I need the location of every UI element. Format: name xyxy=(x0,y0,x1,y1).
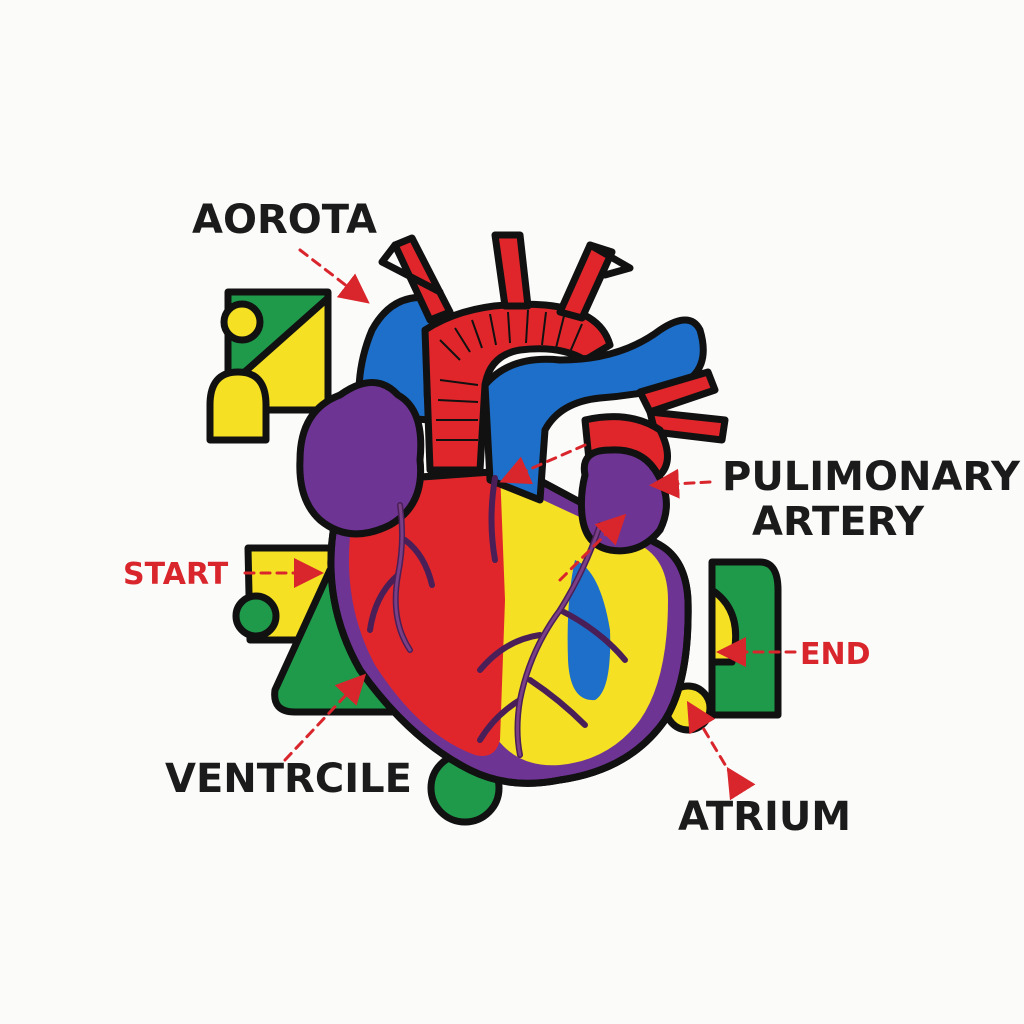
pulmonary-label-line2: ARTERY xyxy=(752,499,925,545)
aortic-arch-ribs xyxy=(436,309,583,441)
left-atrium xyxy=(296,379,425,538)
aorta-branch-right xyxy=(556,241,616,322)
pulmonary-branch-upper xyxy=(636,368,719,416)
internal-arrow-right xyxy=(558,513,627,582)
aorta-arrow xyxy=(298,248,370,304)
aorta-branch-tip-right xyxy=(586,241,634,279)
heart-outline xyxy=(327,466,692,787)
atrium-arrow xyxy=(686,700,735,780)
aorta-branch-left xyxy=(391,234,454,324)
coronary-veins xyxy=(367,475,628,758)
pulmonary-label-line1: PULIMONARY xyxy=(722,454,1021,500)
labels: AOROTA PULIMONARY ARTERY START END VENTR… xyxy=(123,197,1021,840)
aorta-label: AOROTA xyxy=(192,197,377,243)
top-left-yellow-circle xyxy=(220,300,264,344)
atrium-arrow-down xyxy=(726,766,756,801)
heart xyxy=(296,231,729,787)
pulmonary-trunk xyxy=(481,316,707,504)
start-label: START xyxy=(123,557,229,592)
label-arrows xyxy=(243,248,797,801)
pulmonary-arrow xyxy=(649,468,712,499)
ventricle-arrow xyxy=(283,673,367,762)
left-green-dot xyxy=(232,592,280,640)
end-label: END xyxy=(800,637,871,672)
aortic-arch xyxy=(421,300,614,474)
aorta-branch-tip-left xyxy=(378,241,444,296)
ventricle-label: VENTRCILE xyxy=(165,756,412,802)
top-left-yellow-arch xyxy=(206,368,270,444)
left-ventricle xyxy=(348,470,505,756)
internal-arrow-left xyxy=(499,443,587,485)
aorta-branch-middle xyxy=(491,231,532,310)
atrium-label: ATRIUM xyxy=(678,794,851,840)
